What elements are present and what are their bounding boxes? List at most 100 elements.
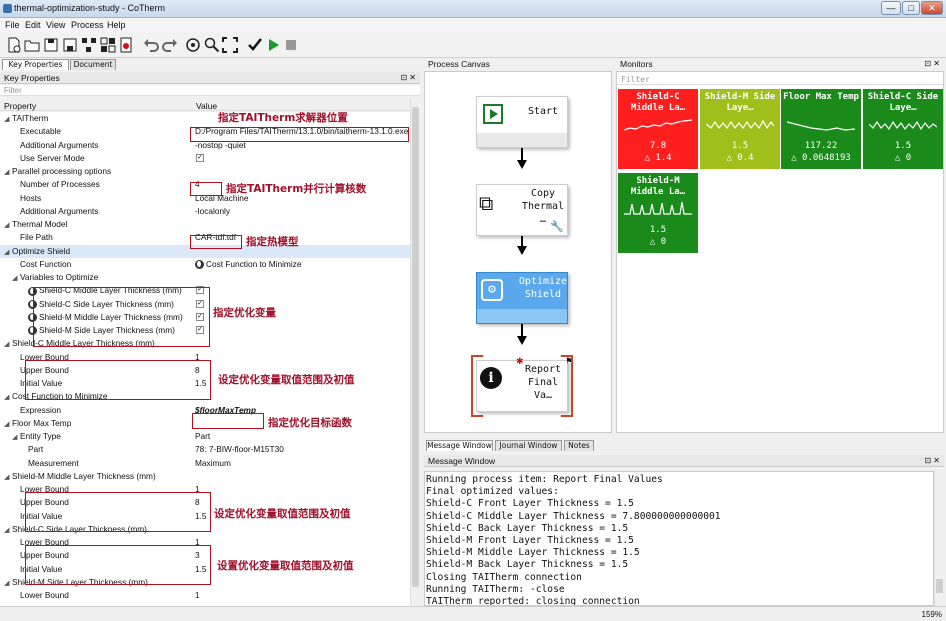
property-checkbox[interactable]: ✓ — [196, 312, 204, 321]
property-value[interactable]: 1 — [195, 589, 200, 602]
property-value[interactable]: Part — [195, 430, 210, 443]
property-value[interactable]: 78: 7-BIW-floor-M15T30 — [195, 443, 284, 456]
property-row[interactable]: ◢Shield-M Middle Layer Thickness (mm) — [0, 470, 410, 483]
property-value[interactable]: $floorMaxTemp — [195, 404, 256, 417]
scroll-thumb[interactable] — [936, 579, 943, 593]
menu-edit[interactable]: Edit — [25, 20, 41, 30]
property-value[interactable]: 3 — [195, 549, 200, 562]
property-row[interactable]: ◢Thermal Model — [0, 218, 410, 231]
property-value[interactable]: -nostop -quiet — [195, 139, 246, 152]
property-row[interactable]: Use Server Mode✓ — [0, 152, 410, 165]
property-row[interactable]: Expression$floorMaxTemp — [0, 404, 410, 417]
monitors-dock-icons[interactable]: ⊡ ✕ — [924, 59, 940, 68]
property-row[interactable]: ◢Cost Function to Minimize — [0, 390, 410, 403]
property-value[interactable]: 1 — [195, 483, 200, 496]
redo-icon[interactable] — [161, 35, 179, 55]
expand-triangle-icon[interactable]: ◢ — [4, 394, 10, 402]
zoom-icon[interactable] — [203, 35, 221, 55]
property-row[interactable]: ◢Floor Max Temp — [0, 417, 410, 430]
maximize-button[interactable]: □ — [902, 1, 920, 15]
property-value[interactable]: CAR-tdf.tdf — [195, 231, 236, 244]
open-folder-icon[interactable] — [23, 35, 41, 55]
menu-file[interactable]: File — [5, 20, 20, 30]
save-icon[interactable] — [42, 35, 60, 55]
property-value[interactable]: 1.5 — [195, 377, 207, 390]
undo-icon[interactable] — [142, 35, 160, 55]
property-row[interactable]: ◢Variables to Optimize — [0, 271, 410, 284]
property-row[interactable]: Additional Arguments-localonly — [0, 205, 410, 218]
expand-triangle-icon[interactable]: ◢ — [4, 341, 10, 349]
property-value[interactable]: Maximum — [195, 457, 231, 470]
property-row[interactable]: ◢Shield-M Side Layer Thickness (mm) — [0, 576, 410, 589]
monitors-filter-input[interactable]: Filter — [617, 74, 943, 85]
property-row[interactable]: Shield-M Side Layer Thickness (mm)✓ — [0, 324, 410, 337]
target-icon[interactable] — [184, 35, 202, 55]
property-checkbox[interactable]: ✓ — [196, 286, 204, 295]
property-row[interactable]: Shield-C Side Layer Thickness (mm)✓ — [0, 298, 410, 311]
property-value[interactable]: 4 — [195, 178, 200, 191]
expand-triangle-icon[interactable]: ◢ — [12, 275, 18, 282]
process-canvas[interactable]: Start ⧉ Copy Thermal … 🔧 ⚙ Optimize Shie… — [424, 71, 612, 433]
node-report-final-values[interactable]: i Report Final Va… — [476, 360, 568, 412]
expand-triangle-icon[interactable]: ◢ — [4, 169, 10, 176]
property-value[interactable]: 8 — [195, 496, 200, 509]
property-value[interactable]: 1 — [195, 351, 200, 364]
property-row[interactable]: Additional Arguments-nostop -quiet — [0, 139, 410, 152]
property-value[interactable]: 1 — [195, 536, 200, 549]
panel-dock-icons[interactable]: ⊡ ✕ — [400, 73, 416, 82]
monitor-tile[interactable]: Shield-C Middle La…7.8△ 1.4 — [618, 89, 698, 169]
network-icon[interactable] — [80, 35, 98, 55]
minimize-button[interactable]: — — [881, 1, 901, 15]
grid-icon[interactable] — [99, 35, 117, 55]
record-icon[interactable] — [117, 35, 135, 55]
property-scrollbar[interactable] — [410, 97, 420, 606]
property-row[interactable]: ◢Shield-C Side Layer Thickness (mm) — [0, 523, 410, 536]
expand-triangle-icon[interactable]: ◢ — [4, 420, 10, 428]
expand-triangle-icon[interactable]: ◢ — [4, 579, 10, 587]
menu-view[interactable]: View — [46, 20, 66, 30]
property-checkbox[interactable]: ✓ — [196, 153, 204, 162]
tab-document[interactable]: Document — [70, 59, 116, 70]
property-checkbox[interactable]: ✓ — [196, 299, 204, 308]
menu-help[interactable]: Help — [107, 20, 126, 30]
close-button[interactable]: ✕ — [921, 1, 943, 15]
property-row[interactable]: ◢Shield-C Middle Layer Thickness (mm) — [0, 337, 410, 350]
menu-process[interactable]: Process — [71, 20, 104, 30]
tab-notes[interactable]: Notes — [564, 440, 594, 451]
property-value[interactable]: 8 — [195, 364, 200, 377]
save-as-icon[interactable] — [61, 35, 79, 55]
node-copy-thermal[interactable]: ⧉ Copy Thermal … 🔧 — [476, 184, 568, 236]
expand-triangle-icon[interactable]: ◢ — [4, 248, 10, 256]
property-filter-input[interactable]: Filter — [0, 85, 420, 96]
tab-journal-window[interactable]: Journal Window — [495, 440, 562, 451]
expand-triangle-icon[interactable]: ◢ — [4, 116, 10, 123]
property-value[interactable]: D:/Program Files/TAITherm/13.1.0/bin/tai… — [195, 125, 408, 138]
scroll-thumb[interactable] — [412, 107, 419, 587]
stop-icon[interactable] — [282, 35, 300, 55]
monitor-tile[interactable]: Shield-M Middle La…1.5△ 0 — [618, 173, 698, 253]
new-file-icon[interactable] — [5, 35, 23, 55]
run-icon[interactable] — [264, 35, 282, 55]
tab-message-window[interactable]: Message Window — [426, 440, 493, 451]
message-scrollbar[interactable] — [934, 471, 944, 606]
expand-triangle-icon[interactable]: ◢ — [4, 222, 10, 229]
expand-triangle-icon[interactable]: ◢ — [4, 526, 10, 534]
node-optimize-shield[interactable]: ⚙ Optimize Shield — [476, 272, 568, 324]
